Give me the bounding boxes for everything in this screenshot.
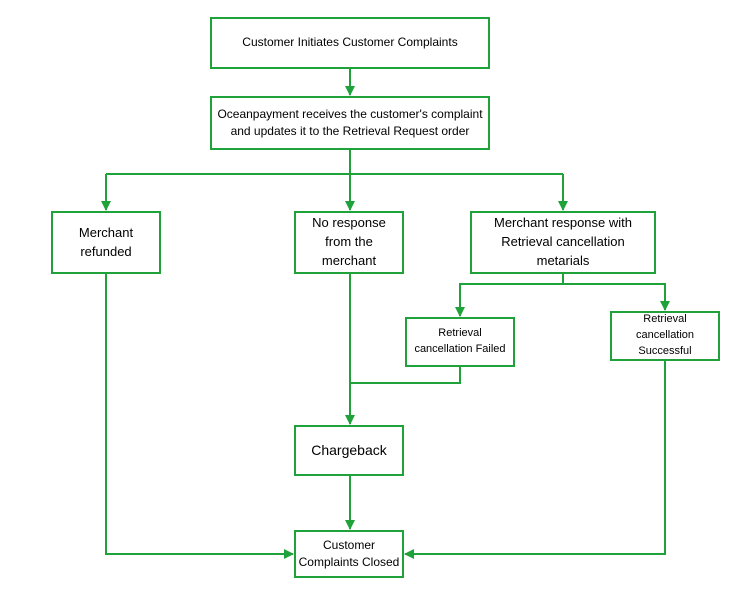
connector-merchant-response-split — [455, 274, 564, 317]
connector-refunded-to-closed — [105, 274, 294, 559]
node-complaints-closed-label: Customer Complaints Closed — [298, 537, 400, 569]
connector-to-retrieval-successful — [563, 283, 670, 311]
node-merchant-refunded: Merchant refunded — [51, 211, 161, 274]
node-chargeback-label: Chargeback — [311, 442, 387, 459]
node-complaints-closed: Customer Complaints Closed — [294, 530, 404, 578]
node-retrieval-failed-label: Retrieval cancellation Failed — [414, 327, 506, 355]
node-retrieval-successful: Retrieval cancellation Successful — [610, 311, 720, 361]
node-retrieval-successful-label: Retrieval cancellation Successful — [635, 313, 695, 357]
connector-retrieval-failed-to-chargeback — [350, 367, 461, 384]
node-no-response: No response from the merchant — [294, 211, 404, 274]
node-oceanpayment-receives-label: Oceanpayment receives the customer's com… — [217, 106, 483, 138]
node-merchant-refunded-label: Merchant refunded — [78, 224, 134, 259]
node-oceanpayment-receives: Oceanpayment receives the customer's com… — [210, 96, 490, 150]
node-customer-initiates: Customer Initiates Customer Complaints — [210, 17, 490, 69]
node-retrieval-failed: Retrieval cancellation Failed — [405, 317, 515, 367]
node-no-response-label: No response from the merchant — [312, 215, 386, 268]
node-chargeback: Chargeback — [294, 425, 404, 476]
node-customer-initiates-label: Customer Initiates Customer Complaints — [242, 35, 458, 50]
node-merchant-response: Merchant response with Retrieval cancell… — [470, 211, 656, 274]
connector-successful-to-closed — [404, 361, 666, 559]
node-merchant-response-label: Merchant response with Retrieval cancell… — [493, 215, 632, 268]
